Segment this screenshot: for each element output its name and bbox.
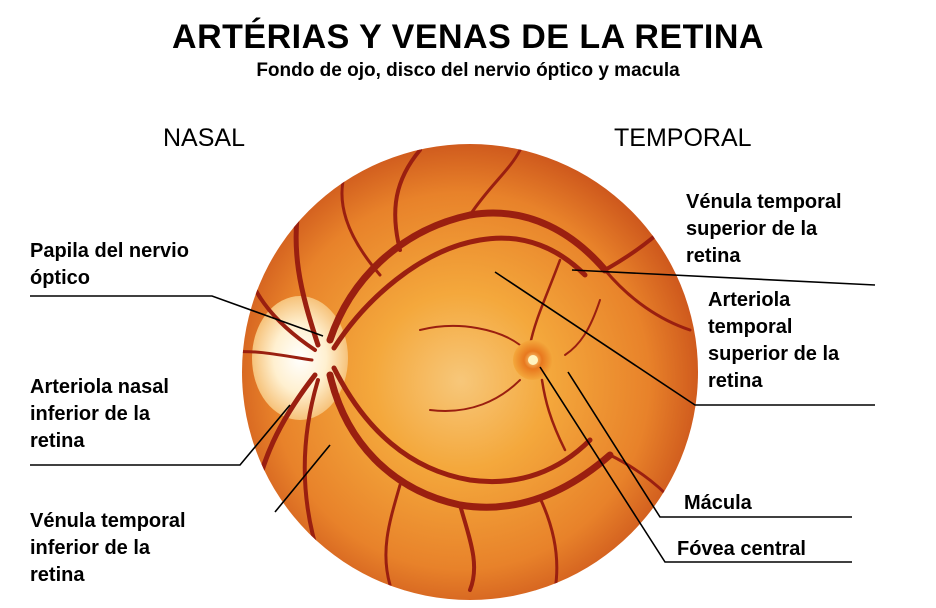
label-venula-inferior-line1: Vénula temporal <box>30 508 186 535</box>
label-arteriola-superior-line2: temporal <box>708 314 839 341</box>
label-papila-line1: Papila del nervio <box>30 238 189 265</box>
label-arteriola-superior-line1: Arteriola <box>708 287 839 314</box>
label-venula-superior-line2: superior de la <box>686 216 842 243</box>
label-arteriola-nasal-line3: retina <box>30 428 169 455</box>
label-venula-inferior-line2: inferior de la <box>30 535 186 562</box>
label-venula-inferior-line3: retina <box>30 562 186 589</box>
label-arteriola-nasal-line2: inferior de la <box>30 401 169 428</box>
label-arteriola-superior-line4: retina <box>708 368 839 395</box>
label-arteriola-superior-line3: superior de la <box>708 341 839 368</box>
fovea <box>528 355 538 365</box>
label-papila: Papila del nervio óptico <box>30 238 189 292</box>
label-venula-temporal-superior: Vénula temporal superior de la retina <box>686 189 842 270</box>
label-venula-superior-line3: retina <box>686 243 842 270</box>
label-arteriola-nasal-line1: Arteriola nasal <box>30 374 169 401</box>
label-papila-line2: óptico <box>30 265 189 292</box>
label-venula-superior-line1: Vénula temporal <box>686 189 842 216</box>
label-venula-temporal-inferior: Vénula temporal inferior de la retina <box>30 508 186 589</box>
label-arteriola-nasal-inferior: Arteriola nasal inferior de la retina <box>30 374 169 455</box>
label-macula: Mácula <box>684 490 752 517</box>
label-arteriola-temporal-superior: Arteriola temporal superior de la retina <box>708 287 839 395</box>
label-fovea: Fóvea central <box>677 536 806 563</box>
